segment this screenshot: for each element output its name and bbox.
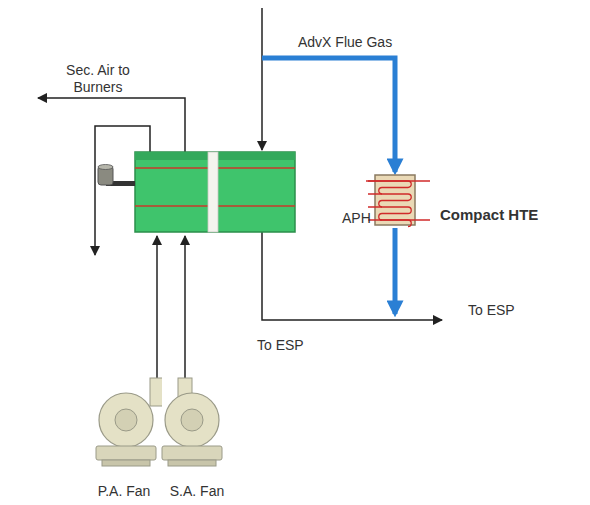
fan-label: S.A. Fan [158,483,236,500]
fan-unit: S.A. Fan [158,372,236,502]
fan-base [162,446,222,460]
coil-stroke [379,214,408,221]
coil-lead [380,219,430,220]
coil-lead [366,180,430,181]
fan-plinth [102,460,150,466]
advx-gas-line [393,228,398,314]
fan-volute [99,393,153,447]
outlet-label: Sec. Air to Burners [52,62,144,96]
hte-coil [366,181,430,227]
coil-stroke [368,181,411,188]
rotor-divider [208,152,218,232]
fan-unit: P.A. Fan [86,372,162,502]
stream-label: AdvX Flue Gas [298,34,392,51]
coil-stroke [368,207,411,214]
fan-plinth [168,460,216,466]
sa-duct [184,236,186,380]
fan-inlet [181,409,203,431]
esp-line [262,232,442,320]
coil-stroke [379,201,408,208]
canister-top [98,165,113,170]
fan-symbol [86,372,162,502]
fan-symbol [158,372,236,502]
fan-volute [165,393,219,447]
destination-label: To ESP [257,337,304,354]
pa-duct [156,236,158,380]
fan-inlet [115,409,137,431]
sec-air-line [38,98,185,152]
destination-label: To ESP [468,302,515,319]
air-preheater [135,152,295,232]
equipment-label: APH [342,210,371,227]
fan-label: P.A. Fan [86,483,162,500]
equipment-label: Compact HTE [440,206,538,223]
coil-stroke [368,194,411,201]
fan-outlet [150,378,162,406]
coil-stroke [379,188,408,195]
fan-base [96,446,156,460]
flue-gas-line [261,8,263,150]
coil-stroke [368,220,411,227]
